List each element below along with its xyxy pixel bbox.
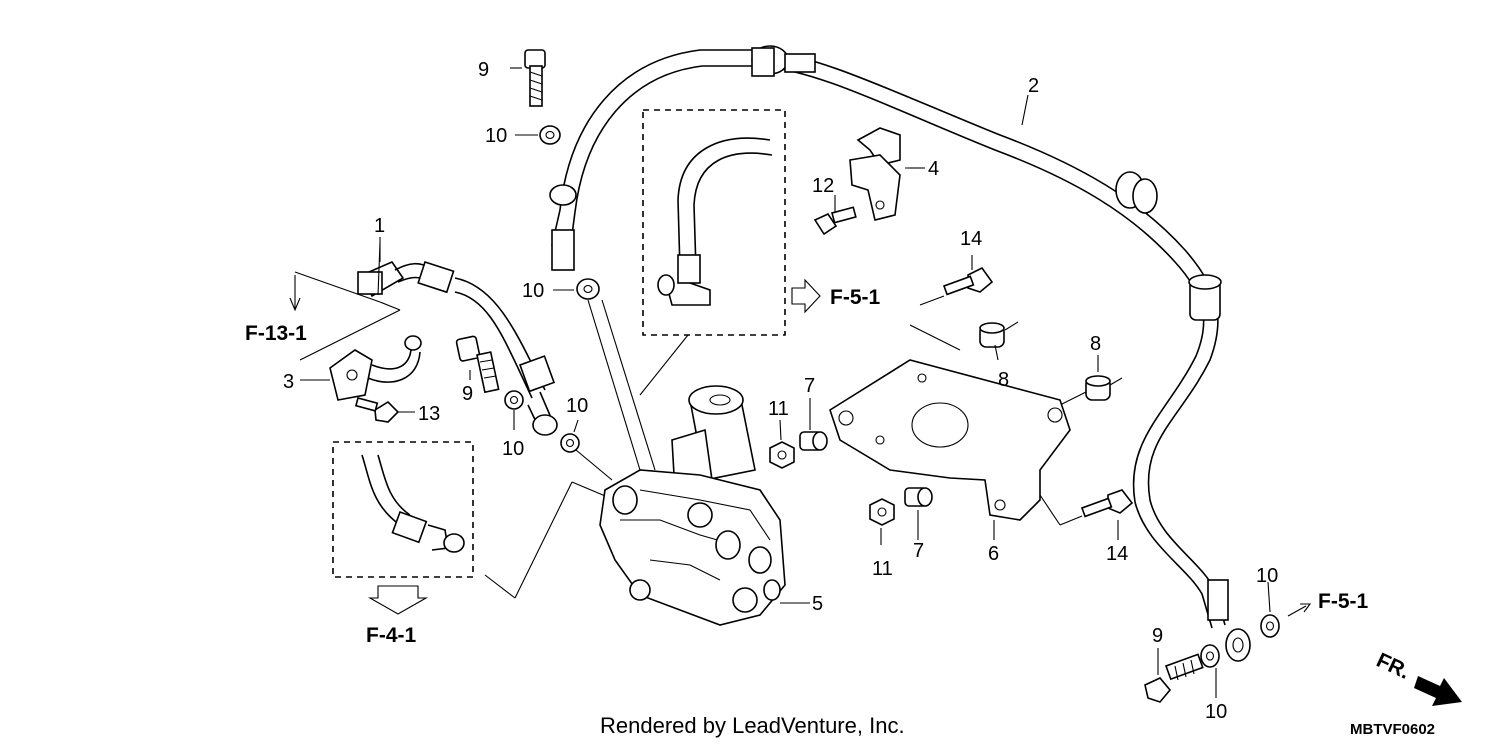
callout-10-top: 10 [485, 125, 507, 147]
callout-8-right: 8 [1090, 333, 1101, 355]
mount-bracket-6[interactable] [829, 359, 1071, 540]
sealing-washer-10-a[interactable] [539, 125, 561, 145]
callout-14-top: 14 [960, 228, 982, 250]
banjo-bolt-9-mid[interactable] [455, 335, 500, 394]
hose-clamp-4[interactable] [849, 127, 925, 221]
detail-box-upper [639, 109, 786, 396]
callout-9-mid: 9 [462, 383, 473, 405]
callout-10-upper: 10 [522, 280, 544, 302]
nut-11-a[interactable] [769, 441, 795, 469]
collar-7-a[interactable] [799, 431, 828, 451]
brake-pipe-1[interactable] [357, 242, 558, 436]
sealing-washer-10-b[interactable] [576, 278, 600, 300]
sealing-washer-10-f[interactable] [1260, 614, 1280, 638]
grommet-8-b[interactable] [1085, 355, 1123, 401]
callout-9-top: 9 [478, 59, 489, 81]
ref-label-f5-1-top: F-5-1 [830, 286, 880, 309]
grommet-8-a[interactable] [979, 321, 1019, 361]
callout-10-bottom: 10 [1205, 701, 1227, 723]
callout-12: 12 [812, 175, 834, 197]
banjo-bolt-9-top[interactable] [524, 49, 546, 107]
ref-arrow-f13-1[interactable]: F-13-1 [245, 271, 401, 361]
callout-10-mid: 10 [502, 438, 524, 460]
leader-lines [379, 67, 1271, 698]
ref-label-f5-1-right: F-5-1 [1318, 590, 1368, 613]
callout-8-left: 8 [998, 369, 1009, 391]
ref-label-f13-1: F-13-1 [245, 322, 307, 345]
callout-10-lower-right: 10 [1256, 565, 1278, 587]
callout-7-top: 7 [804, 375, 815, 397]
detail-box-lower [332, 441, 611, 599]
nut-11-b[interactable] [869, 498, 895, 526]
bolt-14-top[interactable] [919, 266, 994, 306]
sealing-washer-10-d[interactable] [560, 433, 580, 453]
ref-arrow-f5-1-right[interactable]: F-5-1 [1287, 590, 1368, 617]
abs-modulator-5[interactable] [599, 385, 810, 626]
banjo-bolt-9-bottom[interactable] [1144, 653, 1204, 703]
direction-label: FR. [1373, 649, 1413, 684]
ref-arrow-f5-1-top[interactable]: F-5-1 [791, 278, 880, 314]
callout-7-bottom: 7 [913, 540, 924, 562]
pipe-clamp-3[interactable] [300, 335, 422, 401]
callout-10-right: 10 [566, 395, 588, 417]
callout-13: 13 [418, 403, 440, 425]
bolt-13[interactable] [354, 397, 415, 423]
bolt-14-bottom[interactable] [1059, 489, 1134, 526]
collar-7-b[interactable] [904, 487, 933, 507]
callout-1: 1 [374, 215, 385, 237]
brake-hose-2[interactable] [549, 45, 1251, 662]
callout-14-bottom: 14 [1106, 543, 1128, 565]
ref-label-f4-1: F-4-1 [366, 624, 416, 647]
callout-11-top: 11 [768, 398, 789, 420]
callout-5: 5 [812, 593, 823, 615]
callout-4: 4 [928, 158, 939, 180]
render-credit: Rendered by LeadVenture, Inc. [600, 713, 905, 738]
ref-arrow-f4-1[interactable]: F-4-1 [366, 585, 429, 647]
diagram-code: MBTVF0602 [1350, 721, 1435, 738]
callout-6: 6 [988, 543, 999, 565]
callout-3: 3 [283, 371, 294, 393]
callout-2: 2 [1028, 75, 1039, 97]
callout-9-bottom: 9 [1152, 625, 1163, 647]
sealing-washer-10-e[interactable] [1200, 644, 1220, 668]
sealing-washer-10-c[interactable] [504, 390, 524, 410]
front-direction-arrow: FR. [1373, 649, 1462, 706]
bolt-12[interactable] [813, 206, 857, 236]
callout-numbers: 2 9 10 10 4 12 14 1 3 13 9 10 10 11 7 8 … [283, 59, 1278, 723]
callout-11-bottom: 11 [872, 558, 893, 580]
